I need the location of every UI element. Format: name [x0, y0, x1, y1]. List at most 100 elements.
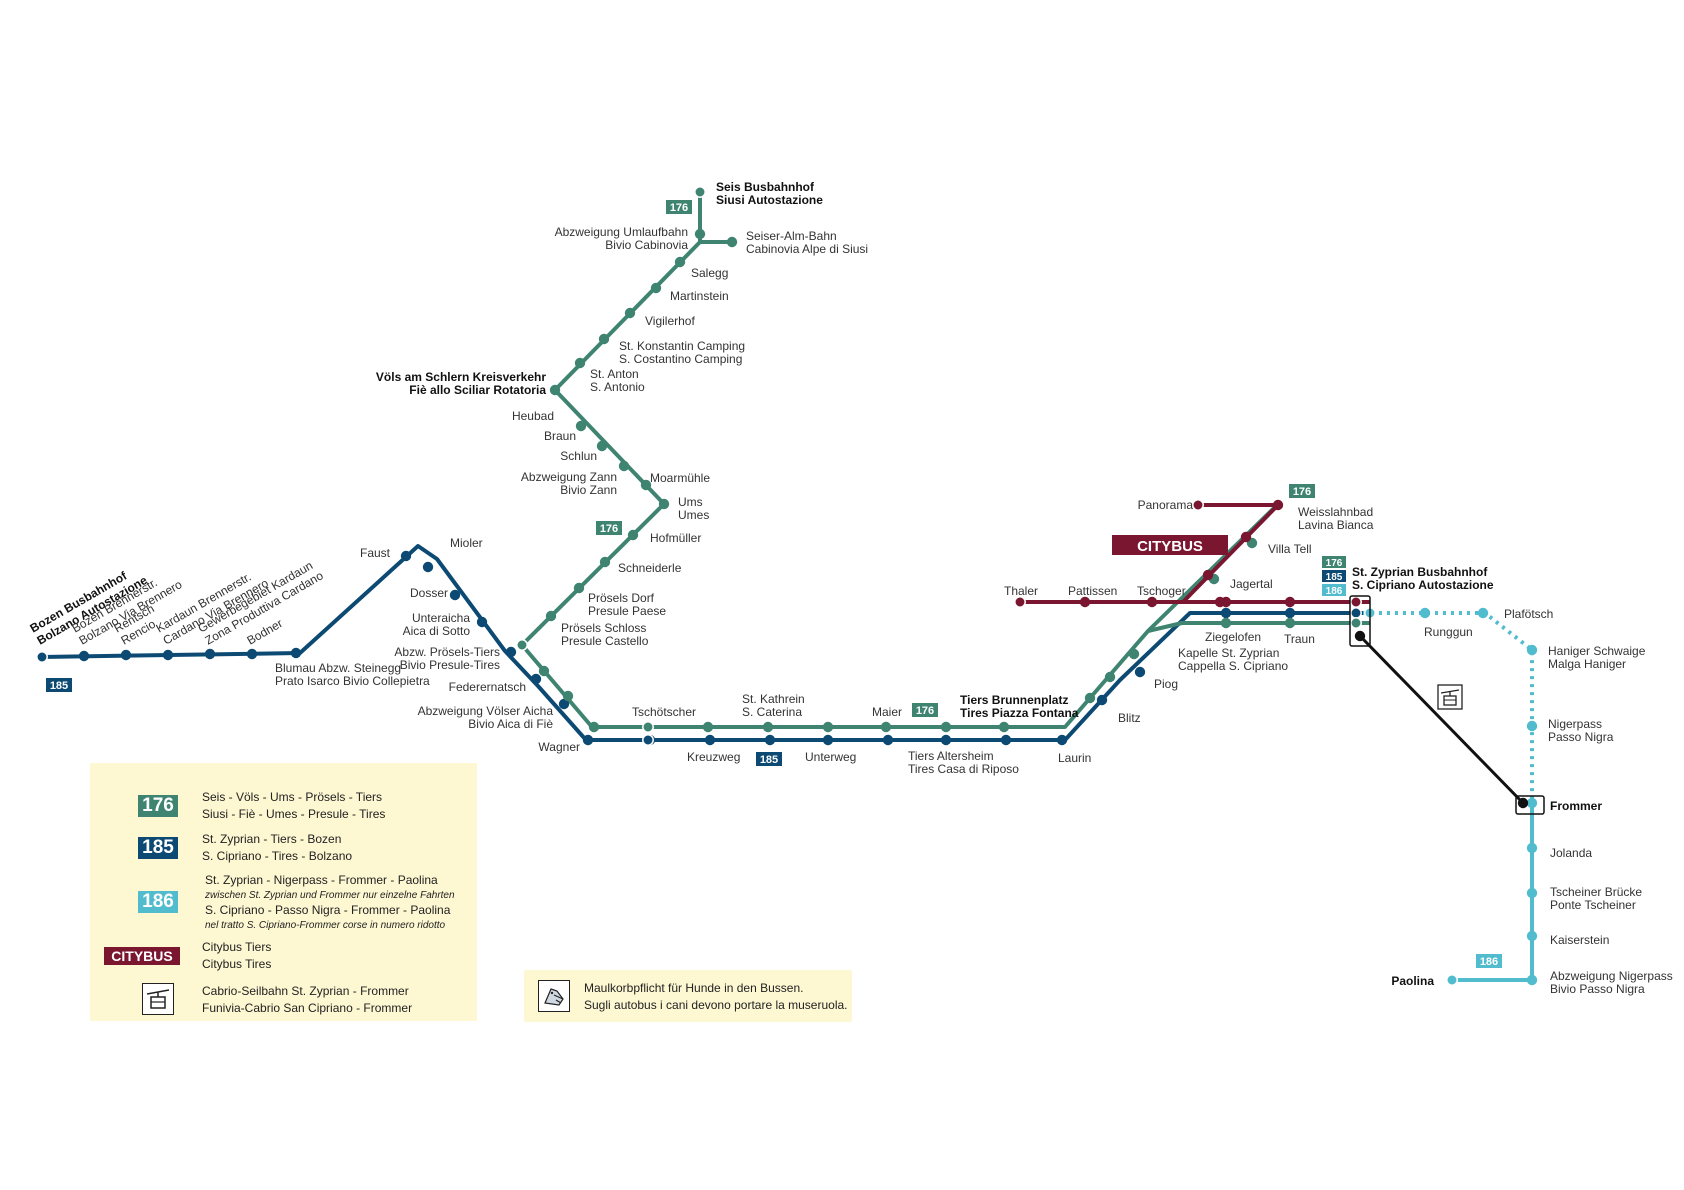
label-ums-1: Ums	[678, 495, 703, 509]
badge-176-maier: 176	[912, 703, 938, 717]
label-unteraicha-1: Unteraicha	[412, 611, 470, 625]
terminal-stop-marker	[1350, 617, 1362, 629]
stop-dot	[940, 721, 952, 733]
stop-dot	[1079, 596, 1091, 608]
label-zann-1: Abzweigung Zann	[521, 470, 617, 484]
legend-badge-185: 185	[138, 837, 178, 859]
label-konstantin-2: S. Costantino Camping	[619, 352, 742, 366]
stop-dot	[1284, 607, 1296, 619]
label-blitz: Blitz	[1118, 711, 1141, 725]
svg-text:185: 185	[1326, 572, 1343, 583]
stop-dot	[1526, 974, 1538, 986]
stop-dot	[1526, 930, 1538, 942]
svg-text:185: 185	[50, 680, 68, 692]
label-salegg: Salegg	[691, 266, 728, 280]
stop-dot	[1220, 596, 1232, 608]
stop-dot	[204, 648, 216, 660]
label-proesels-dorf-1: Prösels Dorf	[588, 591, 655, 605]
label-tscheiner-1: Tscheiner Brücke	[1550, 885, 1642, 899]
label-abzw-nigerpass-2: Bivio Passo Nigra	[1550, 982, 1645, 996]
stop-dot	[1526, 842, 1538, 854]
stop-dot	[449, 589, 461, 601]
line-176-route	[520, 192, 1370, 729]
svg-text:186: 186	[1326, 586, 1343, 597]
stop-dot	[1240, 531, 1252, 543]
label-schlun: Schlun	[560, 449, 597, 463]
stop-dot	[1526, 797, 1538, 809]
label-voels-1: Völs am Schlern Kreisverkehr	[376, 370, 546, 384]
label-seis-2: Siusi Autostazione	[716, 193, 823, 207]
label-abzw-proesels-1: Abzw. Prösels-Tiers	[394, 645, 500, 659]
badge-185-kreuzweg: 185	[756, 752, 782, 766]
stop-dot	[694, 228, 706, 240]
label-brunnenplatz-2: Tires Piazza Fontana	[960, 706, 1079, 720]
stop-dot	[1526, 720, 1538, 732]
badge-176-ums: 176	[596, 521, 622, 535]
muzzle-notice: Maulkorbpflicht für Hunde in den Bussen.…	[524, 970, 852, 1022]
line-185-route	[41, 544, 1370, 742]
label-nigerpass-1: Nigerpass	[1548, 717, 1602, 731]
stop-dot	[400, 550, 412, 562]
label-umlaufbahn-1: Abzweigung Umlaufbahn	[555, 225, 688, 239]
label-jagertal: Jagertal	[1230, 577, 1273, 591]
badge-stack-st-zyprian: 176 185 186	[1322, 556, 1346, 597]
terminal-stop-marker	[1446, 974, 1458, 986]
stop-dot	[162, 649, 174, 661]
label-weisslahnbad-2: Lavina Bianca	[1298, 518, 1374, 532]
label-voelser-aicha-2: Bivio Aica di Fiè	[468, 717, 553, 731]
label-plafoetsch: Plafötsch	[1504, 607, 1553, 621]
stop-dot	[599, 556, 611, 568]
label-piog: Piog	[1154, 677, 1178, 691]
stop-dot	[658, 498, 670, 510]
label-voels-2: Fiè allo Sciliar Rotatoria	[409, 383, 546, 397]
stop-dot	[627, 529, 639, 541]
label-proesels-dorf-2: Presule Paese	[588, 604, 666, 618]
stop-dot	[422, 561, 434, 573]
svg-text:CITYBUS: CITYBUS	[1137, 538, 1203, 555]
stop-dot	[640, 479, 652, 491]
stop-dot	[558, 698, 570, 710]
stop-dot	[1526, 644, 1538, 656]
label-mioler: Mioler	[450, 536, 483, 550]
stop-dot	[1284, 617, 1296, 629]
stop-dot	[574, 357, 586, 369]
label-seiser-alm-2: Cabinovia Alpe di Siusi	[746, 242, 868, 256]
stop-dot	[764, 734, 776, 746]
stop-dot	[1220, 617, 1232, 629]
stop-dot	[538, 665, 550, 677]
label-konstantin-1: St. Konstantin Camping	[619, 339, 745, 353]
label-unterweg: Unterweg	[805, 750, 856, 764]
stop-dot	[1056, 734, 1068, 746]
label-tschoger: Tschoger	[1137, 584, 1186, 598]
label-seiser-alm-1: Seiser-Alm-Bahn	[746, 229, 837, 243]
terminal-stop-marker	[642, 734, 654, 746]
label-seis-1: Seis Busbahnhof	[716, 180, 815, 194]
label-tschoetscher: Tschötscher	[632, 705, 696, 719]
svg-text:186: 186	[1480, 956, 1498, 968]
label-anton-2: S. Antonio	[590, 380, 645, 394]
label-ums-2: Umes	[678, 508, 709, 522]
stop-dot	[940, 734, 952, 746]
label-kathrein-1: St. Kathrein	[742, 692, 805, 706]
label-faust: Faust	[360, 546, 391, 560]
label-kreuzweg: Kreuzweg	[687, 750, 740, 764]
stop-dot	[998, 721, 1010, 733]
label-brunnenplatz-1: Tiers Brunnenplatz	[960, 693, 1068, 707]
label-kapelle-2: Cappella S. Cipriano	[1178, 659, 1288, 673]
stop-dot	[880, 721, 892, 733]
stop-dot	[1084, 692, 1096, 704]
label-thaler: Thaler	[1004, 584, 1038, 598]
svg-text:176: 176	[1293, 486, 1311, 498]
stop-dot	[1202, 569, 1214, 581]
stop-dot	[1220, 607, 1232, 619]
svg-text:176: 176	[600, 523, 618, 535]
stop-dot	[822, 721, 834, 733]
label-unteraicha-2: Aica di Sotto	[403, 624, 471, 638]
